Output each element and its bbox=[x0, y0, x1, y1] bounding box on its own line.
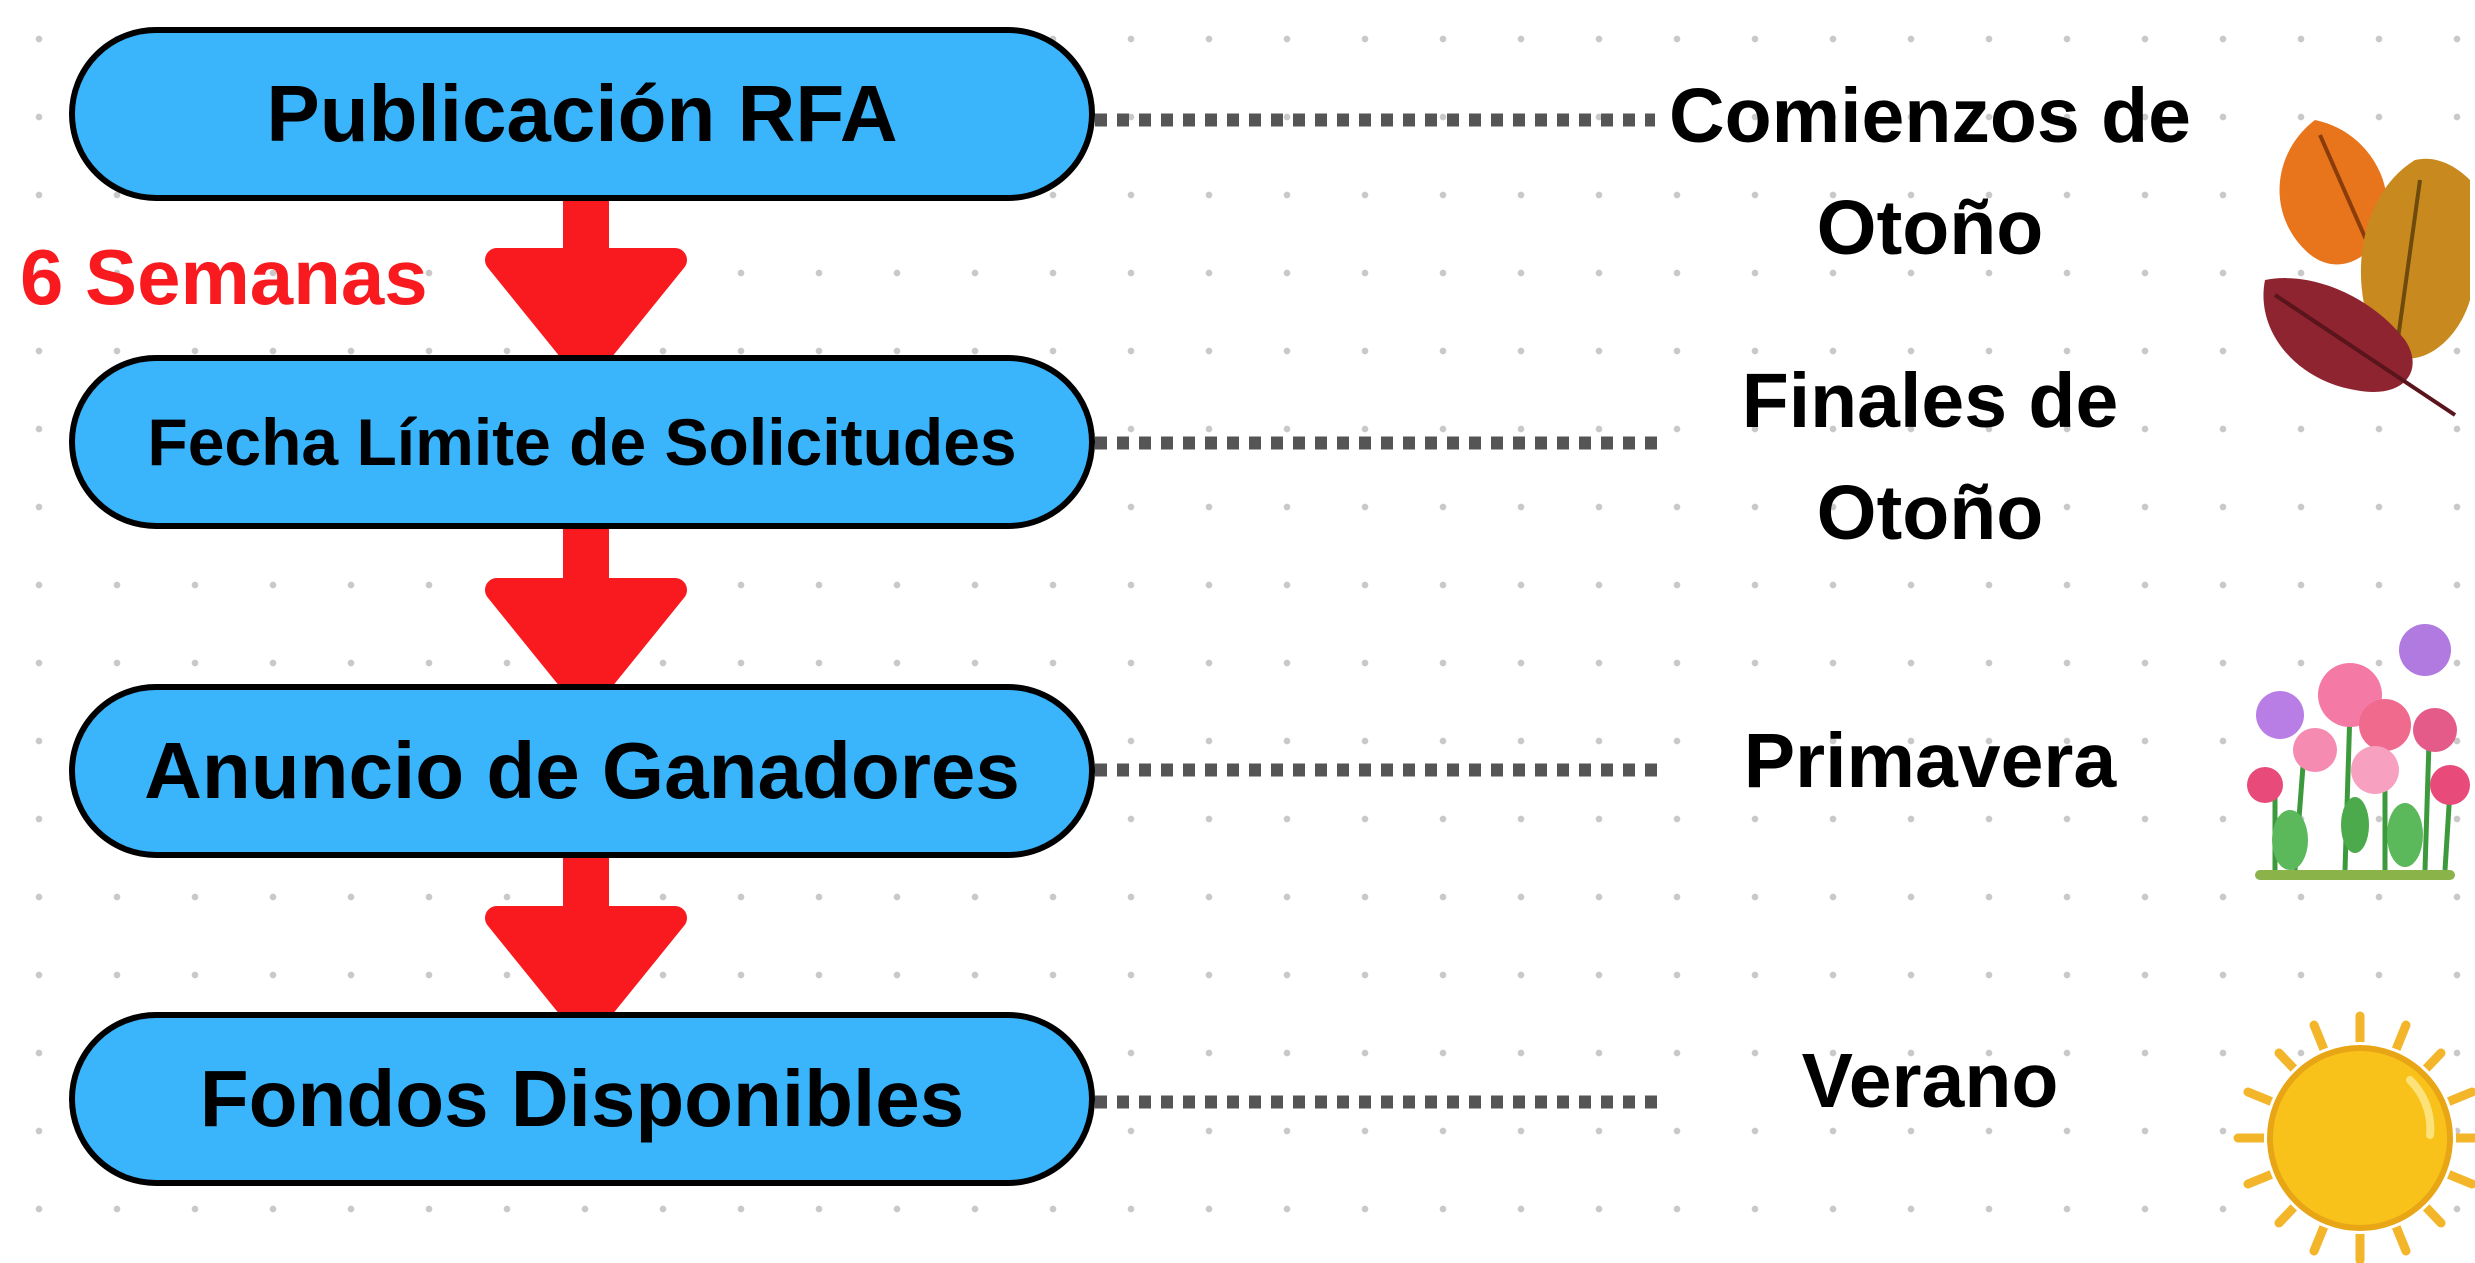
step-label: Fondos Disponibles bbox=[199, 1054, 965, 1143]
step-fondos-disponibles: Fondos Disponibles bbox=[69, 1012, 1095, 1186]
season-label-4: Verano bbox=[1640, 1025, 2220, 1137]
step-label: Anuncio de Ganadores bbox=[144, 726, 1020, 815]
step-publicacion-rfa: Publicación RFA bbox=[69, 27, 1095, 201]
season-label-1: Comienzos de Otoño bbox=[1640, 60, 2220, 284]
season-label-3: Primavera bbox=[1640, 705, 2220, 817]
step-anuncio-ganadores: Anuncio de Ganadores bbox=[69, 684, 1095, 858]
flowers-icon bbox=[2247, 624, 2470, 880]
flow-arrow-1 bbox=[485, 198, 687, 382]
season-label-2: Finales de Otoño bbox=[1640, 345, 2220, 569]
season-line: Comienzos de bbox=[1669, 73, 2191, 159]
interval-label: 6 Semanas bbox=[20, 233, 428, 321]
season-line: Primavera bbox=[1743, 718, 2117, 804]
step-fecha-limite: Fecha Límite de Solicitudes bbox=[69, 355, 1095, 529]
sun-icon bbox=[2233, 1011, 2475, 1263]
flow-arrow-2 bbox=[485, 528, 687, 712]
season-line: Verano bbox=[1801, 1038, 2059, 1124]
season-line: Otoño bbox=[1816, 470, 2044, 556]
step-label: Fecha Límite de Solicitudes bbox=[147, 405, 1017, 479]
step-label: Publicación RFA bbox=[266, 69, 898, 158]
season-line: Otoño bbox=[1816, 185, 2044, 271]
autumn-leaves-icon bbox=[2263, 120, 2470, 417]
season-line: Finales de bbox=[1741, 358, 2119, 444]
flow-arrow-3 bbox=[485, 856, 687, 1040]
